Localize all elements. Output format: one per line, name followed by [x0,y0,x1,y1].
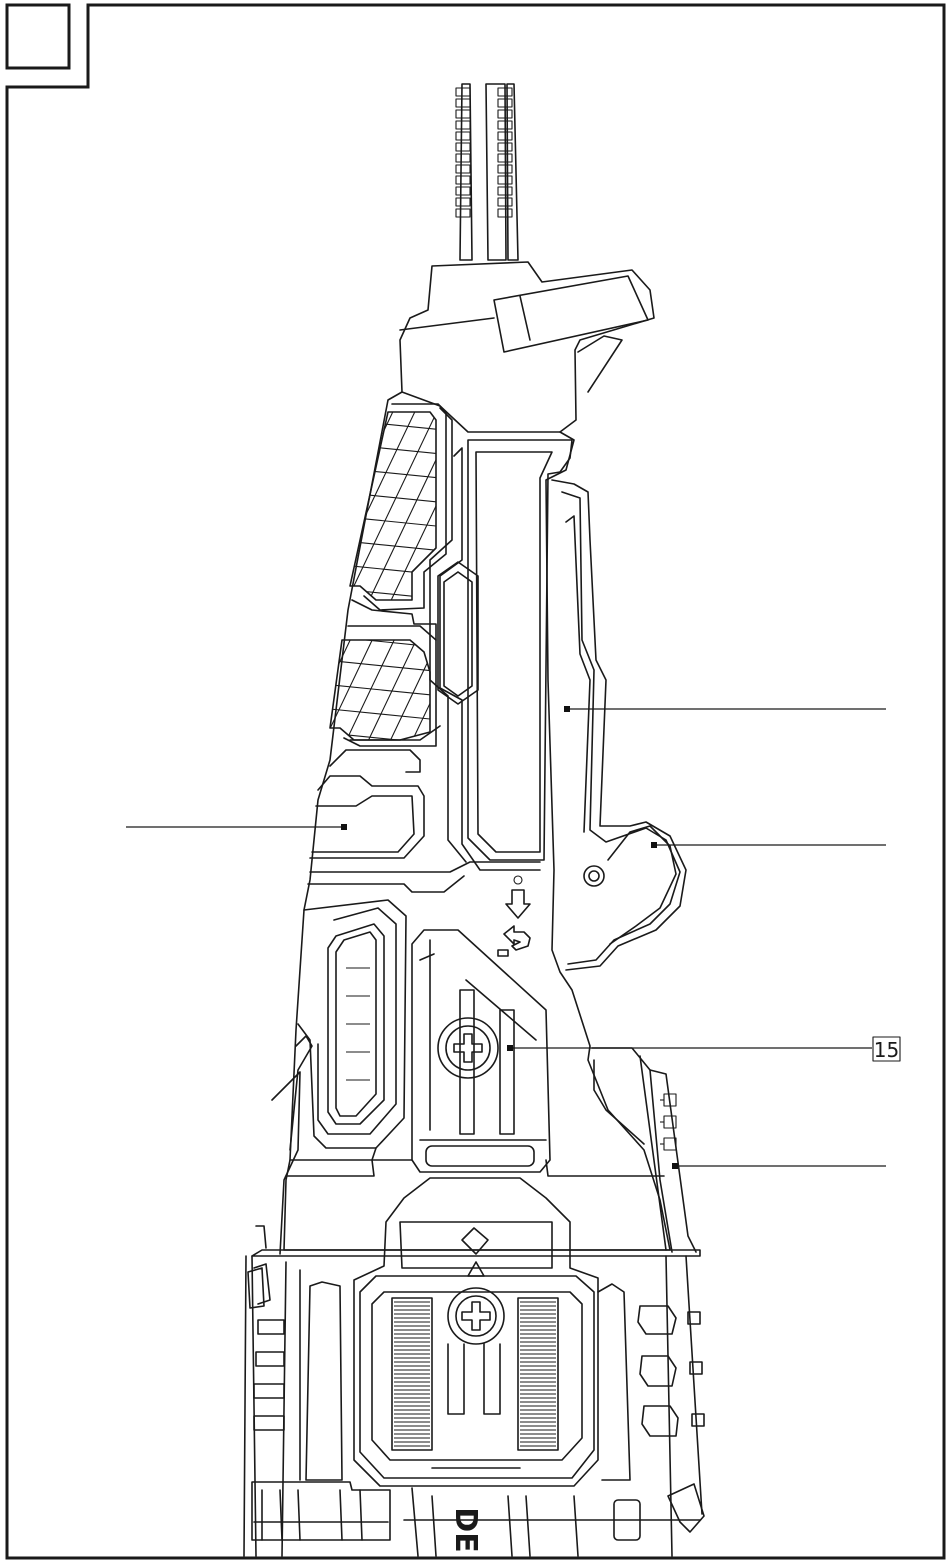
callout-body-upper [564,706,886,712]
callout-left-grip [126,824,347,830]
down-arrow-icon [506,890,530,918]
grip-lower-hatching [0,0,892,800]
rotate-arrow-icon [504,926,530,950]
screw-head-upper [438,1018,498,1078]
figure-frame [7,5,944,1558]
grip-upper-hatching [0,0,892,800]
triangle-mark-icon [468,1262,484,1276]
vent-grille-right [520,1302,556,1446]
screw-cover-plate [412,930,550,1172]
figure-number-box [7,5,69,68]
phillips-screw-lower-icon [462,1302,490,1330]
trigger-guard [552,480,686,970]
tool-body [284,392,670,1250]
tool-nozzle [456,84,518,260]
callout-trigger [651,842,886,848]
callout-side-edge [672,1163,886,1169]
vent-grille-left [394,1302,430,1446]
callout-number-15: 15 [874,1038,899,1062]
trigger-pivot [584,866,604,886]
side-grip-panel [298,900,406,1148]
tool-head [400,262,654,432]
grip-upper [0,0,892,800]
callouts: 15 [126,706,900,1169]
housing-mark: DE [448,1507,483,1552]
lock-symbols [498,876,530,956]
grip-lower [0,0,892,800]
lower-housing: DE [244,1178,704,1556]
unlock-mark-icon [498,950,508,956]
callout-screw-cover: 15 [507,1037,900,1062]
phillips-screw-icon [454,1034,482,1062]
